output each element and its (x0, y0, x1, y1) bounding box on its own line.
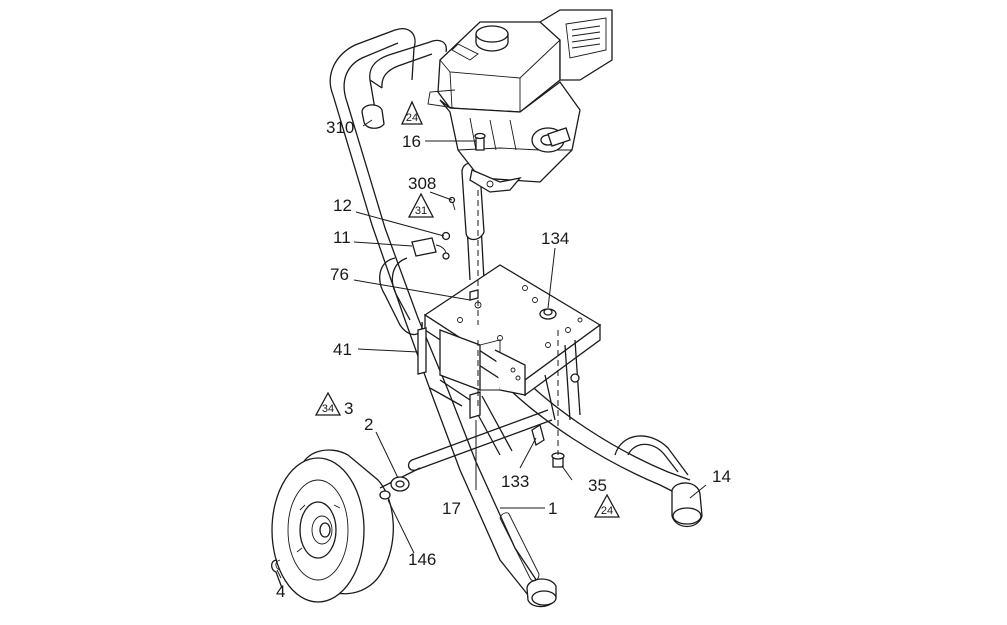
callout-label: 35 (588, 476, 607, 495)
torque-mark-label: 31 (415, 205, 427, 217)
wheel-assembly (270, 449, 421, 603)
torque-mark-label: 24 (601, 505, 613, 517)
mount-plate (417, 264, 602, 468)
callout-label: 41 (333, 340, 352, 359)
torque-mark-triangle (314, 391, 342, 416)
callout-label: 3 (344, 399, 353, 418)
callout-label: 1 (548, 499, 557, 518)
torque-mark-label: 34 (322, 403, 334, 415)
callout-label: 16 (402, 132, 421, 151)
callout-label: 308 (408, 174, 436, 193)
callout-label: 133 (501, 472, 529, 491)
torque-triangles: 24 31 34 24 (314, 100, 621, 518)
callout-label: 76 (330, 265, 349, 284)
engine (427, 9, 613, 193)
leader-lines (276, 119, 707, 579)
callout-label: 12 (333, 196, 352, 215)
callout-label: 17 (442, 499, 461, 518)
callout-label: 146 (408, 550, 436, 569)
callout-label: 11 (333, 228, 351, 247)
torque-mark-label: 24 (406, 112, 418, 124)
callout-label: 310 (326, 118, 354, 137)
callout-label: 14 (712, 467, 731, 486)
callout-label: 2 (364, 415, 373, 434)
alignment-lines (477, 190, 559, 455)
torque-mark-triangle (400, 100, 424, 125)
callout-label: 134 (541, 229, 569, 248)
callout-labels: 310 16 308 12 11 134 76 41 3 2 133 35 14… (276, 118, 731, 601)
small-parts (411, 132, 486, 260)
callout-label: 4 (276, 582, 285, 601)
torque-mark-triangle (407, 192, 435, 218)
torque-mark-triangle (593, 493, 621, 518)
